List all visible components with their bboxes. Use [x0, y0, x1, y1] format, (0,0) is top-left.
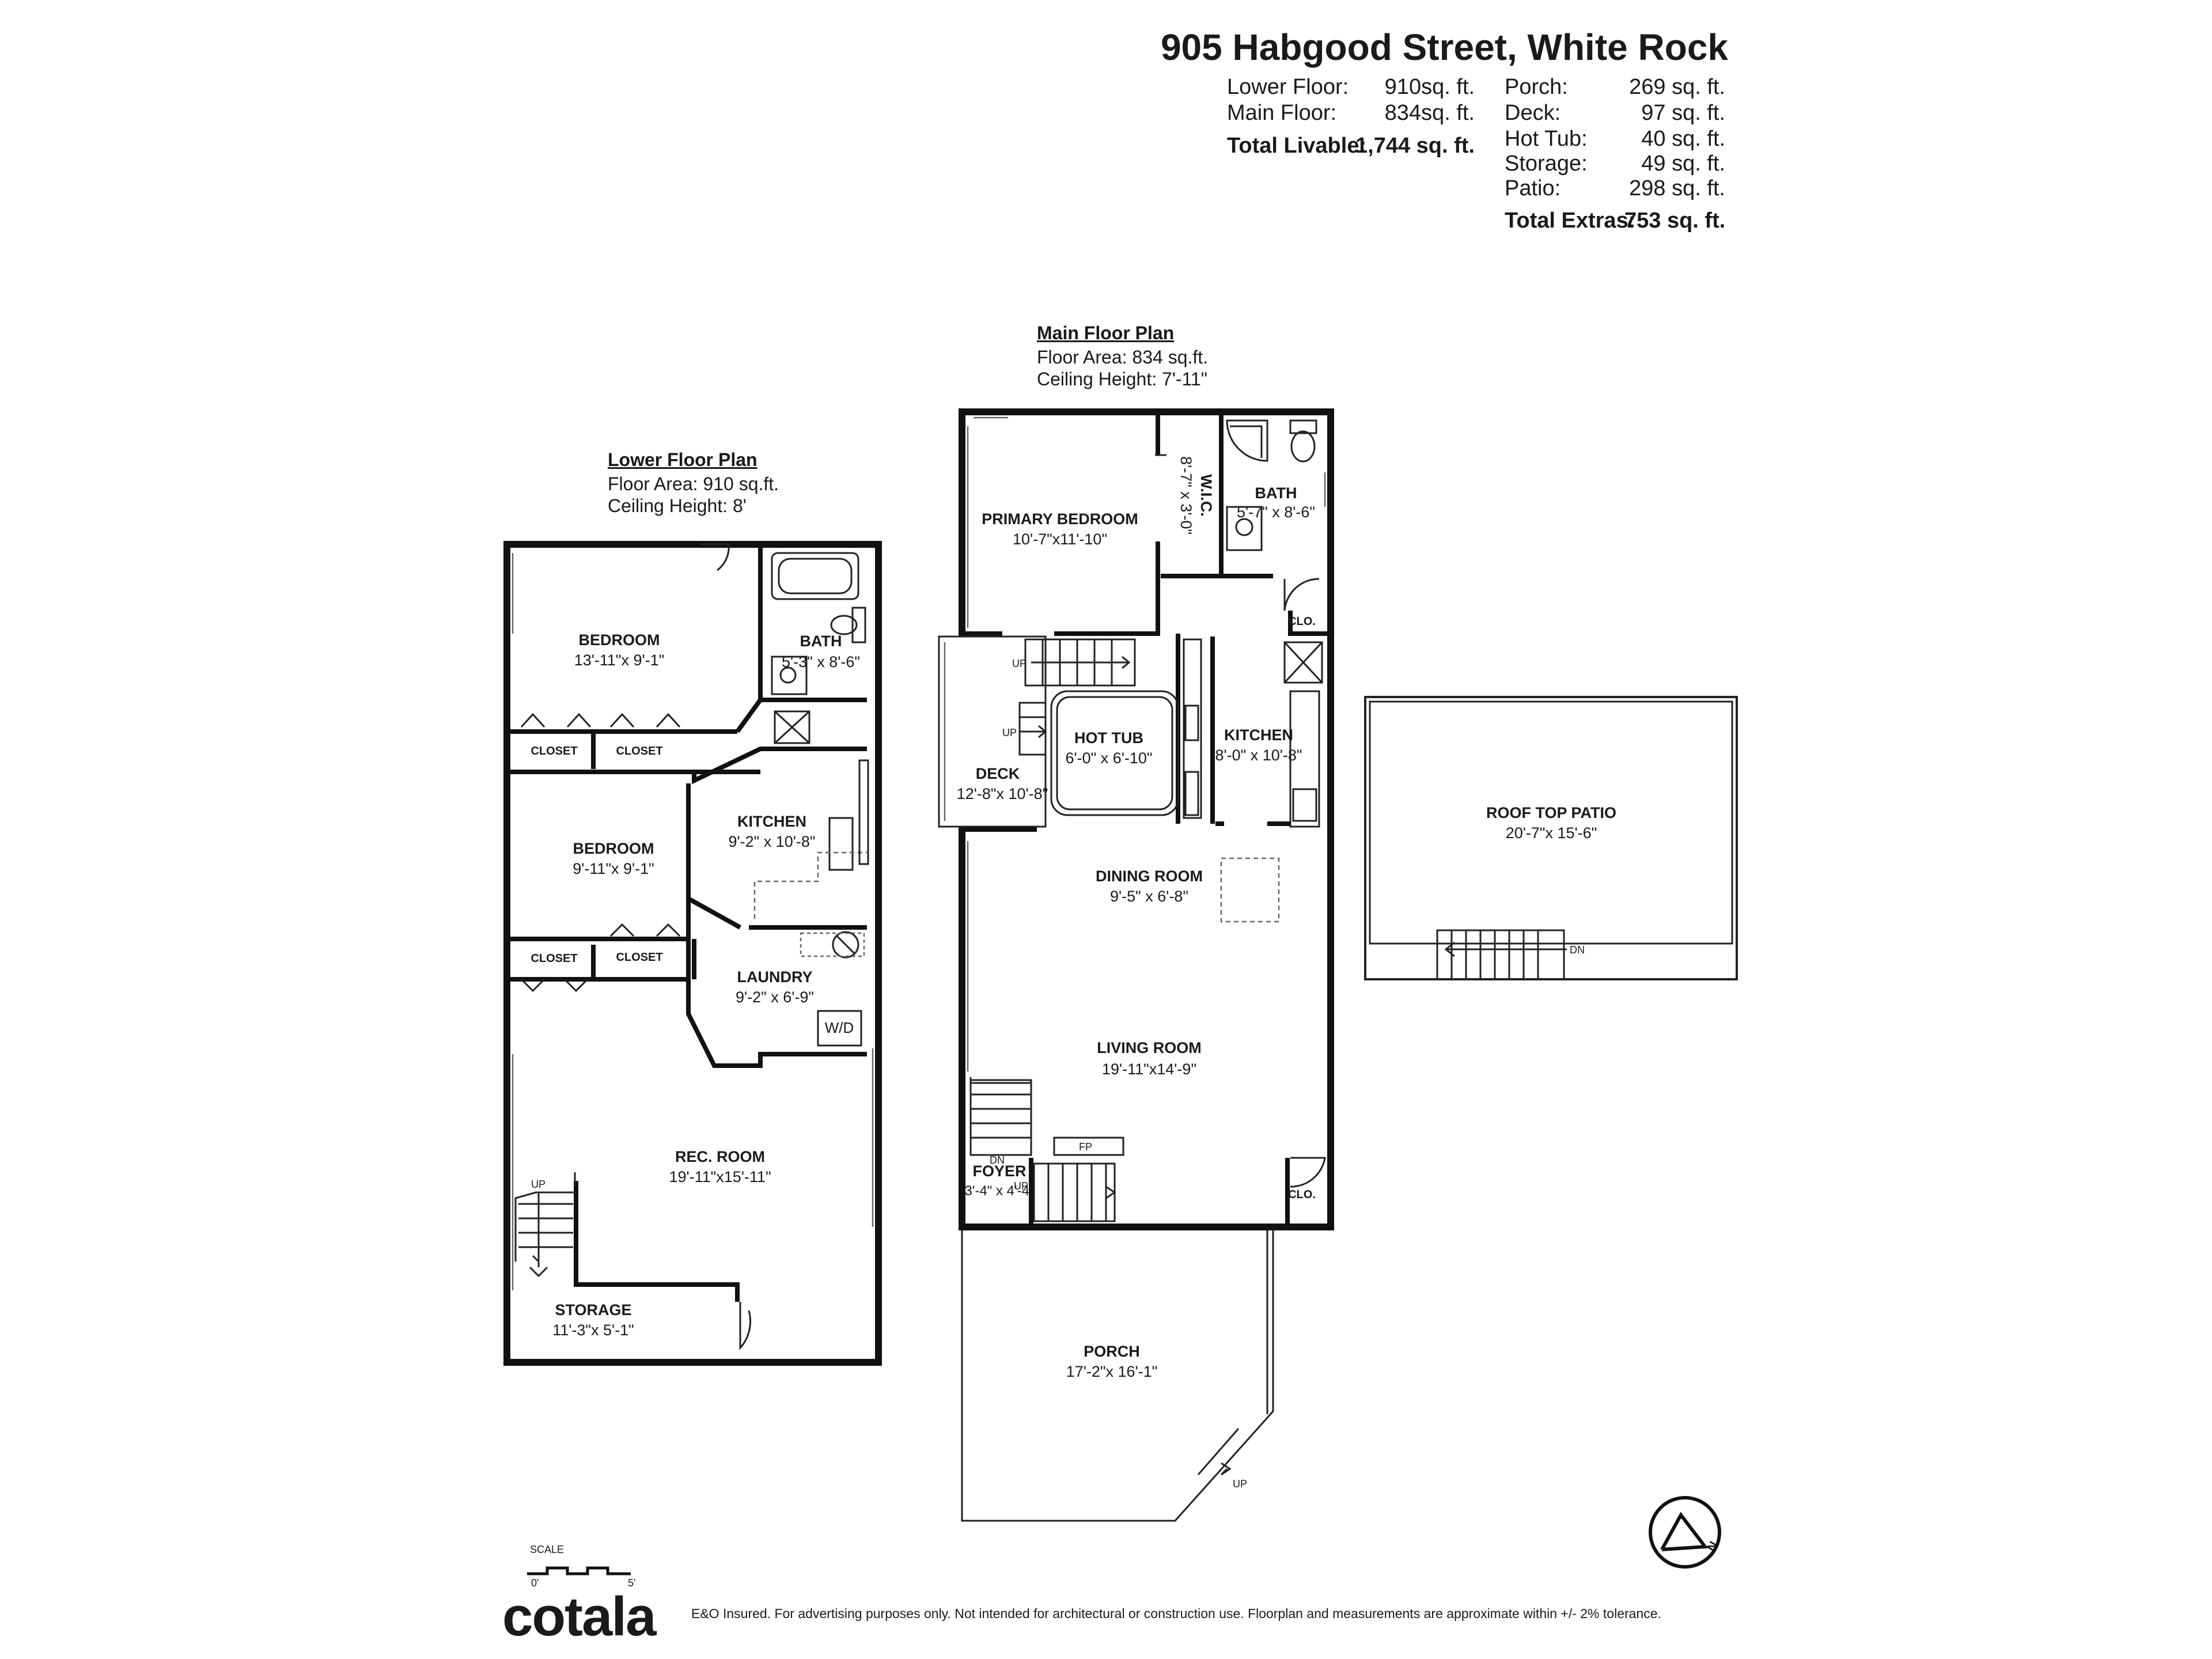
closet-label: CLOSET — [531, 952, 577, 965]
roof-patio-dims: 20'-7"x 15'-6" — [1506, 824, 1597, 842]
cotala-logo: cotala — [502, 1586, 656, 1647]
total-extras-value: 753 sq. ft. — [1624, 209, 1726, 233]
total-extras-label: Total Extras: — [1505, 209, 1636, 233]
main-room-name: FOYER — [972, 1162, 1026, 1180]
main-room-name: HOT TUB — [1074, 729, 1143, 747]
main-room-dims: 17'-2"x 16'-1" — [1066, 1363, 1158, 1380]
main-room-name: PRIMARY BEDROOM — [982, 510, 1138, 528]
lower-room-name: BATH — [800, 632, 842, 650]
extra-value: 40 sq. ft. — [1641, 127, 1725, 151]
scale-label: SCALE — [530, 1544, 565, 1555]
main-plan-title: Main Floor Plan — [1037, 323, 1175, 343]
lower-room-name: KITCHEN — [737, 813, 806, 830]
address-title: 905 Habgood Street, White Rock — [1160, 26, 1728, 68]
extra-value: 97 sq. ft. — [1641, 101, 1725, 125]
lower-room-name: BEDROOM — [579, 631, 660, 649]
main-room-dims: 9'-5" x 6'-8" — [1110, 888, 1188, 905]
total-livable-value: 1,744 sq. ft. — [1355, 134, 1475, 158]
main-room-dims: 8'-7" x 3'-0" — [1177, 456, 1195, 535]
lower-plan-ceiling: Ceiling Height: 8' — [608, 495, 747, 516]
lower-stairs — [514, 1191, 576, 1278]
stair-dn-label: DN — [1570, 944, 1585, 956]
roof-top-patio: ROOF TOP PATIO 20'-7"x 15'-6" DN — [1364, 696, 1738, 980]
lower-floor-plan: BEDROOM 13'-11"x 9'-1" BATH 5'-3" x 8'-6… — [503, 541, 882, 1366]
stair-up-label: UP — [531, 1179, 546, 1190]
porch-outline — [961, 1230, 1274, 1522]
area-label: Lower Floor: — [1227, 75, 1349, 99]
insured-text: E&O Insured. — [691, 1606, 771, 1621]
lower-room-name: LAUNDRY — [737, 968, 813, 986]
main-upper-stairs — [1024, 638, 1136, 687]
main-room-dims: 3'-4" x 4'-4" — [965, 1183, 1035, 1199]
closet-label: CLO. — [1288, 1188, 1316, 1201]
stair-dn-label: DN — [990, 1154, 1005, 1166]
extra-label: Storage: — [1505, 151, 1588, 176]
extra-label: Porch: — [1505, 75, 1568, 99]
footer-disclaimer: E&O Insured. For advertising purposes on… — [691, 1606, 1661, 1622]
lower-room-dims: 9'-11"x 9'-1" — [573, 860, 654, 877]
main-room-dims: 5'-7" x 8'-6" — [1237, 503, 1315, 521]
lower-room-dims: 9'-2" x 10'-8" — [728, 833, 815, 850]
fireplace-label: FP — [1079, 1141, 1092, 1153]
lower-plan-title: Lower Floor Plan — [608, 449, 757, 470]
area-label: Main Floor: — [1227, 101, 1337, 125]
extra-label: Patio: — [1505, 176, 1561, 200]
area-value: 910sq. ft. — [1384, 75, 1475, 99]
stair-up-label: UP — [1014, 1180, 1028, 1192]
lower-room-name: BEDROOM — [573, 840, 654, 857]
lower-room-name: STORAGE — [555, 1301, 631, 1319]
closet-label: CLO. — [1288, 615, 1316, 628]
main-room-dims: 12'-8"x 10'-8" — [957, 785, 1048, 802]
roof-patio-name: ROOF TOP PATIO — [1486, 804, 1616, 821]
main-plan-ceiling: Ceiling Height: 7'-11" — [1037, 369, 1208, 389]
main-floor-plan: PRIMARY BEDROOM 10'-7"x11'-10" W.I.C. 8'… — [938, 408, 1334, 1522]
lower-plan-area: Floor Area: 910 sq.ft. — [608, 474, 779, 494]
main-room-dims: 8'-0" x 10'-8" — [1215, 747, 1302, 764]
compass-icon: N — [1649, 1496, 1721, 1569]
closet-label: CLOSET — [531, 745, 577, 757]
main-lower-stairs — [969, 1077, 1116, 1222]
extra-value: 269 sq. ft. — [1629, 75, 1725, 99]
closet-label: CLOSET — [616, 951, 662, 964]
extra-value: 298 sq. ft. — [1629, 176, 1725, 200]
washer-dryer-label: W/D — [825, 1019, 854, 1036]
lower-room-dims: 5'-3" x 8'-6" — [782, 653, 860, 671]
extra-label: Deck: — [1505, 101, 1561, 125]
main-room-dims: 6'-0" x 6'-10" — [1065, 749, 1152, 767]
main-room-name: W.I.C. — [1198, 474, 1215, 517]
scale-bar — [527, 1566, 631, 1575]
main-room-name: BATH — [1255, 484, 1297, 502]
stair-up-label: UP — [1002, 727, 1017, 738]
main-plan-area: Floor Area: 834 sq.ft. — [1037, 347, 1209, 368]
main-room-name: LIVING ROOM — [1097, 1039, 1202, 1056]
lower-room-dims: 19'-11"x15'-11" — [669, 1168, 771, 1185]
total-livable-label: Total Livable: — [1227, 134, 1367, 158]
lower-room-dims: 9'-2" x 6'-9" — [736, 988, 814, 1006]
area-value: 834sq. ft. — [1384, 101, 1475, 125]
scale-zero: 0' — [531, 1577, 539, 1589]
main-room-name: PORCH — [1084, 1343, 1140, 1360]
stair-up-label: UP — [1012, 658, 1027, 669]
main-room-name: KITCHEN — [1224, 726, 1293, 744]
lower-room-dims: 13'-11"x 9'-1" — [574, 652, 665, 669]
lower-room-dims: 11'-3"x 5'-1" — [552, 1321, 634, 1339]
closet-label: CLOSET — [616, 745, 662, 757]
main-room-dims: 19'-11"x14'-9" — [1102, 1060, 1196, 1078]
lower-room-name: REC. ROOM — [675, 1148, 765, 1165]
extra-label: Hot Tub: — [1505, 127, 1588, 151]
extra-value: 49 sq. ft. — [1641, 151, 1725, 176]
main-room-dims: 10'-7"x11'-10" — [1013, 531, 1107, 548]
disclaimer-text: For advertising purposes only. Not inten… — [774, 1606, 1661, 1621]
scale-five: 5' — [628, 1577, 636, 1589]
main-room-name: DECK — [976, 765, 1020, 782]
stair-up-label: UP — [1233, 1478, 1247, 1490]
main-room-name: DINING ROOM — [1096, 868, 1203, 885]
